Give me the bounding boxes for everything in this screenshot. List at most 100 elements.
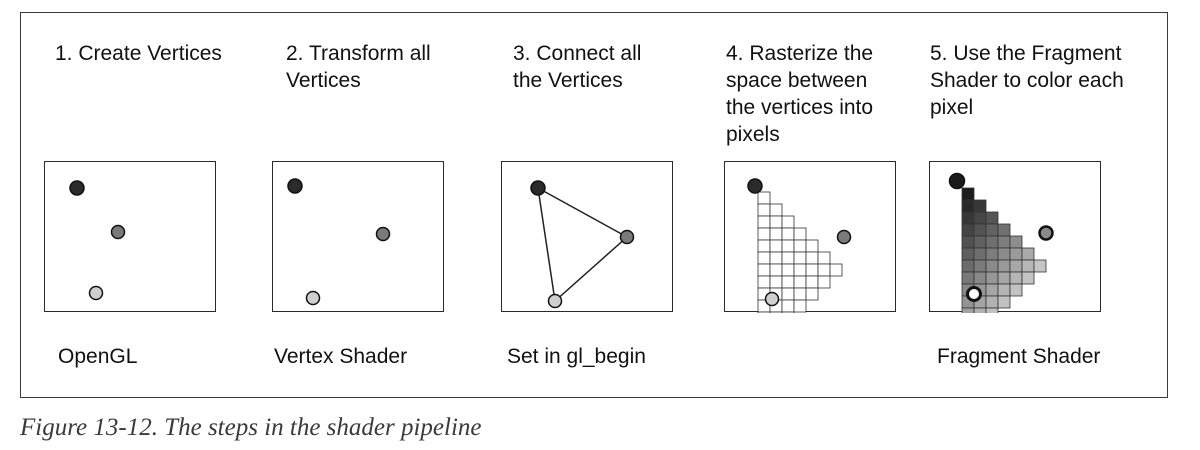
vertex xyxy=(764,291,780,307)
pixel-cell xyxy=(769,215,783,229)
pixel-cell xyxy=(1009,271,1023,285)
pixel-cell xyxy=(985,223,999,237)
pixel-cell xyxy=(781,275,795,289)
pixel-cell xyxy=(985,283,999,297)
pixel-cell xyxy=(985,271,999,285)
pixel-cell xyxy=(769,263,783,277)
step-1-title: 1. Create Vertices xyxy=(55,42,222,65)
pixel-cell xyxy=(961,187,975,201)
pixel-cell xyxy=(781,287,795,301)
stage-label-2: Vertex Shader xyxy=(274,345,408,368)
pixel-cell xyxy=(961,223,975,237)
pixel-cell xyxy=(973,223,987,237)
stage-label-5: Fragment Shader xyxy=(937,345,1101,368)
step-3-title: 3. Connect all the Vertices xyxy=(513,42,642,92)
panel-4-canvas xyxy=(747,178,852,313)
pixel-cell xyxy=(961,235,975,249)
pixel-cell xyxy=(781,239,795,253)
figure-caption: Figure 13-12. The steps in the shader pi… xyxy=(20,414,482,441)
pixel-cell xyxy=(997,295,1011,309)
vertex-3 xyxy=(305,290,321,306)
pixel-cell xyxy=(1021,259,1035,273)
pixel-cell xyxy=(817,275,831,289)
pixel-cell xyxy=(757,251,771,265)
vertex xyxy=(948,172,966,190)
panel-rasterize xyxy=(724,161,896,313)
pixel-cell xyxy=(997,259,1011,273)
vertex-3 xyxy=(547,293,563,309)
pixel-cell xyxy=(805,275,819,289)
pixel-cell xyxy=(973,247,987,261)
pixel-cell xyxy=(757,203,771,217)
pixel-cell xyxy=(985,295,999,309)
pixel-cell xyxy=(769,239,783,253)
pixel-cell xyxy=(973,307,987,313)
vertex xyxy=(966,286,982,302)
pixel-cell xyxy=(769,311,783,313)
panel-5-canvas xyxy=(948,172,1054,313)
panel-3-canvas xyxy=(530,180,635,309)
pixel-cell xyxy=(985,235,999,249)
step-4-title: 4. Rasterize the space between the verti… xyxy=(726,42,874,146)
pixel-cell xyxy=(997,283,1011,297)
pixel-cell xyxy=(781,299,795,313)
pixel-cell xyxy=(973,271,987,285)
pixel-cell xyxy=(973,235,987,249)
vertex-2 xyxy=(110,224,126,240)
pixel-cell xyxy=(961,247,975,261)
pixel-cell xyxy=(757,227,771,241)
pixel-cell xyxy=(793,287,807,301)
pixel-cell xyxy=(757,215,771,229)
pixel-cell xyxy=(961,259,975,273)
pixel-cell xyxy=(985,259,999,273)
pixel-cell xyxy=(961,211,975,225)
figure-frame xyxy=(20,12,1168,398)
pixel-cell xyxy=(829,263,843,277)
vertex-3 xyxy=(88,285,104,301)
pixel-cell xyxy=(1021,247,1035,261)
pixel-cell xyxy=(997,235,1011,249)
vertex-2 xyxy=(619,229,635,245)
pixel-cell xyxy=(973,211,987,225)
pixel-cell xyxy=(757,239,771,253)
pixel-cell xyxy=(805,287,819,301)
pixel-cell xyxy=(757,191,771,205)
pixel-cell xyxy=(1009,235,1023,249)
pixel-cell xyxy=(781,311,795,313)
pixel-cell xyxy=(805,239,819,253)
pixel-cell xyxy=(757,275,771,289)
pixel-cell xyxy=(973,199,987,213)
pixel-cell xyxy=(793,275,807,289)
pixel-cell xyxy=(961,307,975,313)
panel-connect-vertices xyxy=(501,161,673,312)
pixel-cell xyxy=(793,299,807,313)
pixel-cell xyxy=(1009,283,1023,297)
pixel-cell xyxy=(793,227,807,241)
pixel-cell xyxy=(817,263,831,277)
pixel-cell xyxy=(997,223,1011,237)
pixel-cell xyxy=(985,211,999,225)
vertex-1 xyxy=(69,180,85,196)
pixel-cell xyxy=(793,263,807,277)
pixel-cell xyxy=(1009,247,1023,261)
pixel-cell xyxy=(961,271,975,285)
pixel-cell xyxy=(985,247,999,261)
stage-label-1: OpenGL xyxy=(58,345,138,368)
vertex xyxy=(1038,225,1054,241)
pixel-cell xyxy=(805,263,819,277)
vertex xyxy=(836,229,852,245)
pixel-cell xyxy=(769,275,783,289)
pixel-cell xyxy=(961,199,975,213)
vertex-2 xyxy=(375,226,391,242)
pixel-cell xyxy=(1009,259,1023,273)
panel-2-canvas xyxy=(287,178,391,306)
step-2-title: 2. Transform all Vertices xyxy=(286,42,431,92)
triangle-outline xyxy=(537,186,629,303)
pixel-cell xyxy=(805,251,819,265)
pixel-cell xyxy=(757,311,771,313)
panel-create-vertices xyxy=(44,161,216,312)
pixel-cell xyxy=(1021,271,1035,285)
pixel-cell xyxy=(757,263,771,277)
pixel-cell xyxy=(997,271,1011,285)
vertex-1 xyxy=(530,180,546,196)
